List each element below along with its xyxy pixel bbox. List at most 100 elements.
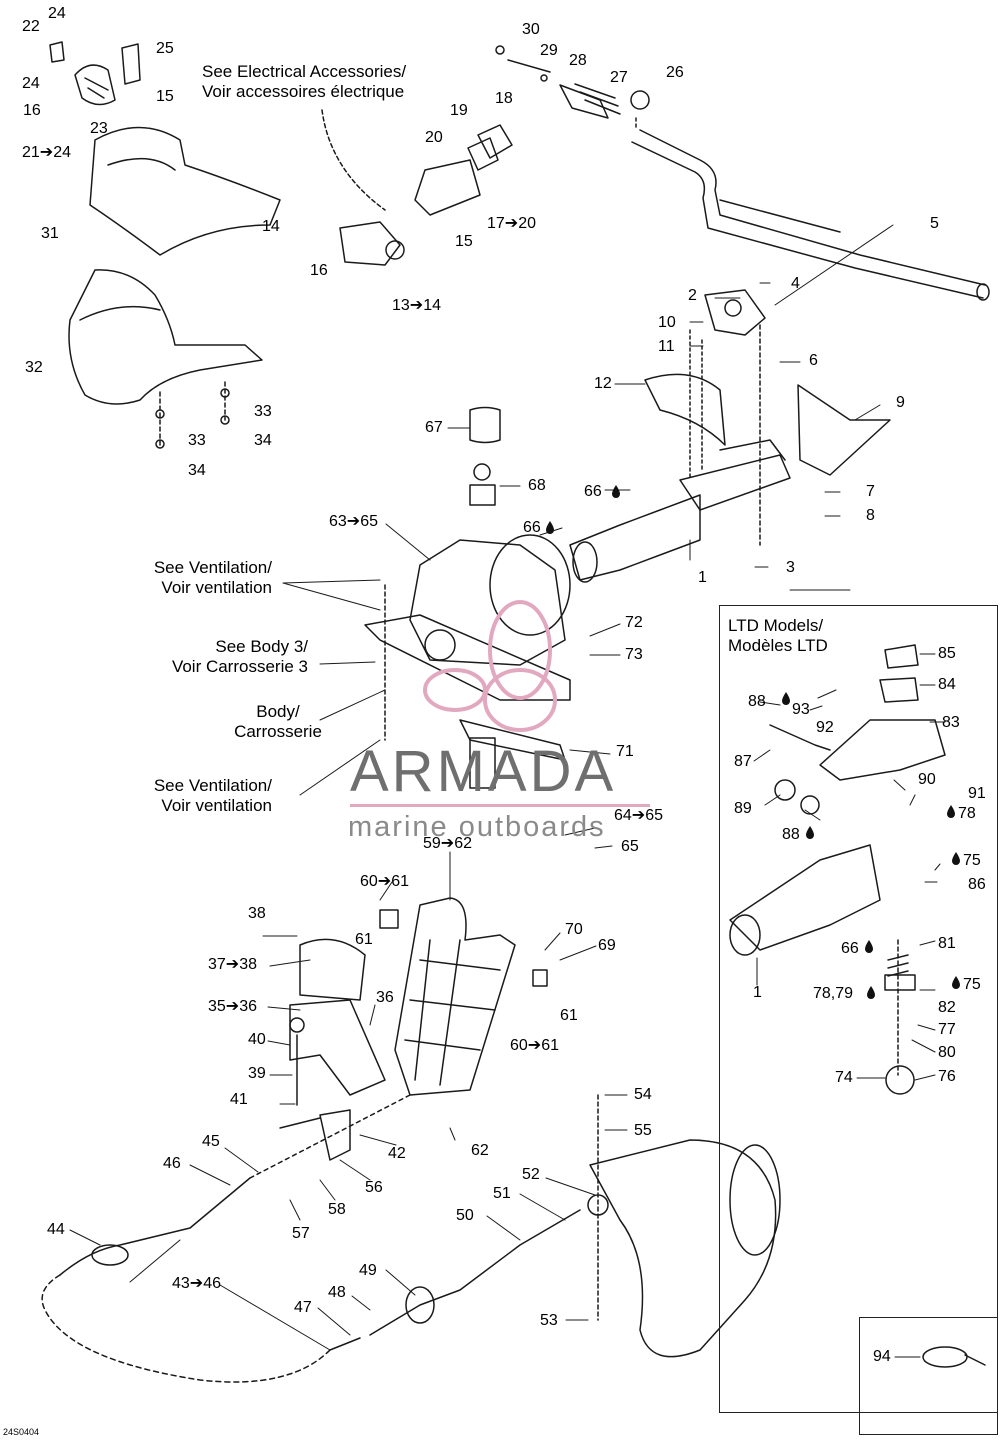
ltd-models-parts xyxy=(729,644,946,1095)
ltd-models-box xyxy=(719,605,998,1413)
callout-10: 10 xyxy=(658,314,676,331)
callout-82: 82 xyxy=(938,999,956,1016)
callout-69: 69 xyxy=(598,937,616,954)
callout-58: 58 xyxy=(328,1201,346,1218)
handlebar-cover-assembly xyxy=(49,41,281,256)
callout-83: 83 xyxy=(942,714,960,731)
callout-52: 52 xyxy=(522,1166,540,1183)
clip-detail-box xyxy=(859,1317,998,1435)
callout-68: 68 xyxy=(528,477,546,494)
note-ventilation-bottom: See Ventilation/Voir ventilation xyxy=(153,776,272,815)
callout-56: 56 xyxy=(365,1179,383,1196)
callout-39: 39 xyxy=(248,1065,266,1082)
callout-19: 19 xyxy=(450,102,468,119)
callout-62: 62 xyxy=(471,1142,489,1159)
note-ltd-models: LTD Models/Modèles LTD xyxy=(728,616,828,655)
steering-cover xyxy=(68,269,263,449)
callout-25: 25 xyxy=(156,40,174,57)
callout-31: 31 xyxy=(41,225,59,242)
clip-94 xyxy=(922,1346,986,1368)
note-electrical: See Electrical Accessories/Voir accessoi… xyxy=(202,62,407,101)
callout-28: 28 xyxy=(569,52,587,69)
callout-33: 33 xyxy=(254,403,272,420)
leader-lines xyxy=(69,224,946,1358)
callout-80: 80 xyxy=(938,1044,956,1061)
callout-40: 40 xyxy=(248,1031,266,1048)
callout-92: 92 xyxy=(816,719,834,736)
callout-64-65: 64➔65 xyxy=(614,807,663,824)
callout-88: 88 xyxy=(748,693,766,710)
callout-43-46: 43➔46 xyxy=(172,1275,221,1292)
callout-88: 88 xyxy=(782,826,800,843)
handlebar xyxy=(631,129,990,301)
callout-57: 57 xyxy=(292,1225,310,1242)
callout-27: 27 xyxy=(610,69,628,86)
callout-20: 20 xyxy=(425,129,443,146)
callout-60-61: 60➔61 xyxy=(360,873,409,890)
steering-stem xyxy=(569,289,891,583)
watermark-divider xyxy=(350,804,650,807)
callout-50: 50 xyxy=(456,1207,474,1224)
note-body3: See Body 3/Voir Carrosserie 3 xyxy=(171,637,308,676)
callout-90: 90 xyxy=(918,771,936,788)
callout-84: 84 xyxy=(938,676,956,693)
callout-77: 77 xyxy=(938,1021,956,1038)
callout-38: 38 xyxy=(248,905,266,922)
callout-24: 24 xyxy=(22,75,40,92)
steering-bracket xyxy=(379,897,548,1096)
callout-15: 15 xyxy=(156,88,174,105)
callout-78: 78 xyxy=(958,805,976,822)
switch-housing xyxy=(321,109,513,266)
callout-67: 67 xyxy=(425,419,443,436)
callout-15: 15 xyxy=(455,233,473,250)
callout-1: 1 xyxy=(698,569,707,586)
callout-66: 66 xyxy=(523,519,541,536)
callout-72: 72 xyxy=(625,614,643,631)
callout-87: 87 xyxy=(734,753,752,770)
note-ventilation-top: See Ventilation/Voir ventilation xyxy=(153,558,272,597)
callout-3: 3 xyxy=(786,559,795,576)
jet-nozzle xyxy=(587,1094,781,1358)
note-body: Body/Carrosserie xyxy=(234,702,322,741)
callout-6: 6 xyxy=(809,352,818,369)
callout-16: 16 xyxy=(23,102,41,119)
callout-35-36: 35➔36 xyxy=(208,998,257,1015)
callout-91: 91 xyxy=(968,785,986,802)
callout-37-38: 37➔38 xyxy=(208,956,257,973)
callout-22: 22 xyxy=(22,18,40,35)
callout-76: 76 xyxy=(938,1068,956,1085)
callout-34: 34 xyxy=(188,462,206,479)
callout-86: 86 xyxy=(968,876,986,893)
callout-21-24: 21➔24 xyxy=(22,144,71,161)
callout-46: 46 xyxy=(163,1155,181,1172)
callout-70: 70 xyxy=(565,921,583,938)
callout-61: 61 xyxy=(355,931,373,948)
callout-89: 89 xyxy=(734,800,752,817)
callout-60-61: 60➔61 xyxy=(510,1037,559,1054)
callout-47: 47 xyxy=(294,1299,312,1316)
callout-41: 41 xyxy=(230,1091,248,1108)
steering-support xyxy=(364,406,571,789)
callout-61: 61 xyxy=(560,1007,578,1024)
callout-59-62: 59➔62 xyxy=(423,835,472,852)
callout-7: 7 xyxy=(866,483,875,500)
watermark-logo xyxy=(423,600,557,732)
watermark-subtitle: marine outboards xyxy=(348,811,606,843)
callout-42: 42 xyxy=(388,1145,406,1162)
callout-36: 36 xyxy=(376,989,394,1006)
callout-30: 30 xyxy=(522,21,540,38)
callout-8: 8 xyxy=(866,507,875,524)
callout-94: 94 xyxy=(873,1348,891,1365)
callout-48: 48 xyxy=(328,1284,346,1301)
steering-cable xyxy=(41,1094,581,1383)
callout-14: 14 xyxy=(262,218,280,235)
watermark-title: ARMADA xyxy=(350,739,617,804)
callout-75: 75 xyxy=(963,852,981,869)
callout-75: 75 xyxy=(963,976,981,993)
callout-65: 65 xyxy=(621,838,639,855)
callout-74: 74 xyxy=(835,1069,853,1086)
callout-53: 53 xyxy=(540,1312,558,1329)
callout-71: 71 xyxy=(616,743,634,760)
callout-45: 45 xyxy=(202,1133,220,1150)
